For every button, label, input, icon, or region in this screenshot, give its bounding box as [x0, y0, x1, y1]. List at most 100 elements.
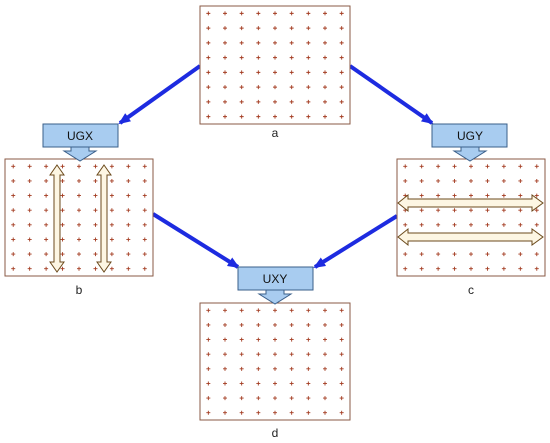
panel-a — [199, 5, 351, 125]
panel-d-label: d — [272, 426, 279, 440]
grid-point — [436, 178, 441, 183]
grid-point — [126, 178, 131, 183]
grid-point — [44, 193, 49, 198]
grid-point — [60, 208, 65, 213]
grid-point — [403, 252, 408, 257]
grid-point — [306, 381, 311, 386]
grid-point — [27, 208, 32, 213]
grid-point — [452, 193, 457, 198]
grid-point — [419, 266, 424, 271]
grid-point — [306, 11, 311, 16]
grid-point — [256, 308, 261, 313]
panel-d — [199, 302, 351, 421]
grid-point — [323, 381, 327, 386]
grid-point — [323, 337, 327, 342]
grid-point — [289, 366, 294, 371]
grid-point — [289, 410, 294, 415]
grid-point — [323, 366, 327, 371]
grid-point — [256, 40, 261, 45]
grid-point — [256, 396, 261, 401]
grid-point — [206, 114, 211, 119]
grid-point — [256, 352, 261, 357]
vertical-scan-arrow-left — [49, 164, 65, 273]
grid-point — [109, 237, 114, 242]
grid-point — [485, 178, 490, 183]
grid-point — [206, 410, 211, 415]
vertical-scan-arrow-right — [96, 164, 112, 273]
grid-point — [223, 114, 227, 119]
grid-point — [206, 70, 211, 75]
uxy-label: UXY — [263, 272, 288, 286]
grid-point — [339, 381, 344, 386]
grid-point — [60, 266, 65, 271]
horizontal-scan-arrow-bottom — [397, 227, 544, 247]
grid-point — [223, 85, 227, 90]
grid-point — [323, 11, 327, 16]
grid-point — [289, 85, 294, 90]
grid-point — [142, 178, 147, 183]
grid-point — [11, 252, 16, 257]
ugx-operation: UGX — [42, 123, 119, 162]
panel-c-label: c — [468, 283, 474, 297]
grid-point — [436, 252, 441, 257]
grid-point — [223, 55, 227, 60]
grid-point — [93, 208, 98, 213]
grid-point — [109, 252, 114, 257]
grid-point — [306, 114, 311, 119]
grid-point — [223, 352, 227, 357]
grid-point — [289, 337, 294, 342]
grid-point — [142, 208, 147, 213]
arrow-a-to-ugy — [348, 64, 434, 125]
grid-point — [501, 266, 506, 271]
grid-point — [452, 222, 457, 227]
grid-point — [239, 410, 244, 415]
grid-point — [239, 85, 244, 90]
grid-point — [27, 178, 32, 183]
grid-point — [273, 381, 277, 386]
grid-point — [273, 85, 277, 90]
grid-point — [223, 70, 227, 75]
grid-point — [469, 252, 473, 257]
grid-point — [339, 114, 344, 119]
grid-point — [93, 237, 98, 242]
grid-point — [306, 85, 311, 90]
panel-d-grid — [206, 308, 344, 415]
grid-point — [223, 322, 227, 327]
grid-point — [339, 322, 344, 327]
grid-point — [485, 266, 490, 271]
grid-point — [206, 99, 211, 104]
grid-point — [223, 410, 227, 415]
grid-point — [339, 40, 344, 45]
grid-point — [93, 164, 98, 169]
uxy-down-arrow — [257, 289, 293, 305]
uxy-operation: UXY — [237, 266, 314, 305]
grid-point — [534, 266, 539, 271]
grid-point — [289, 396, 294, 401]
grid-point — [419, 208, 424, 213]
grid-point — [93, 266, 98, 271]
grid-point — [239, 99, 244, 104]
grid-point — [306, 308, 311, 313]
grid-point — [206, 366, 211, 371]
grid-point — [339, 11, 344, 16]
ugx-down-arrow — [62, 146, 98, 162]
grid-point — [518, 208, 523, 213]
grid-point — [44, 252, 49, 257]
grid-point — [485, 193, 490, 198]
grid-point — [109, 193, 114, 198]
grid-point — [77, 208, 81, 213]
grid-point — [469, 178, 473, 183]
horizontal-scan-arrow-top — [397, 193, 544, 213]
grid-point — [323, 396, 327, 401]
grid-point — [339, 337, 344, 342]
grid-point — [518, 193, 523, 198]
grid-point — [44, 266, 49, 271]
grid-point — [27, 237, 32, 242]
arrow-a-to-ugx — [118, 64, 202, 125]
grid-point — [239, 308, 244, 313]
grid-point — [109, 208, 114, 213]
grid-point — [93, 178, 98, 183]
grid-point — [256, 70, 261, 75]
grid-point — [60, 193, 65, 198]
